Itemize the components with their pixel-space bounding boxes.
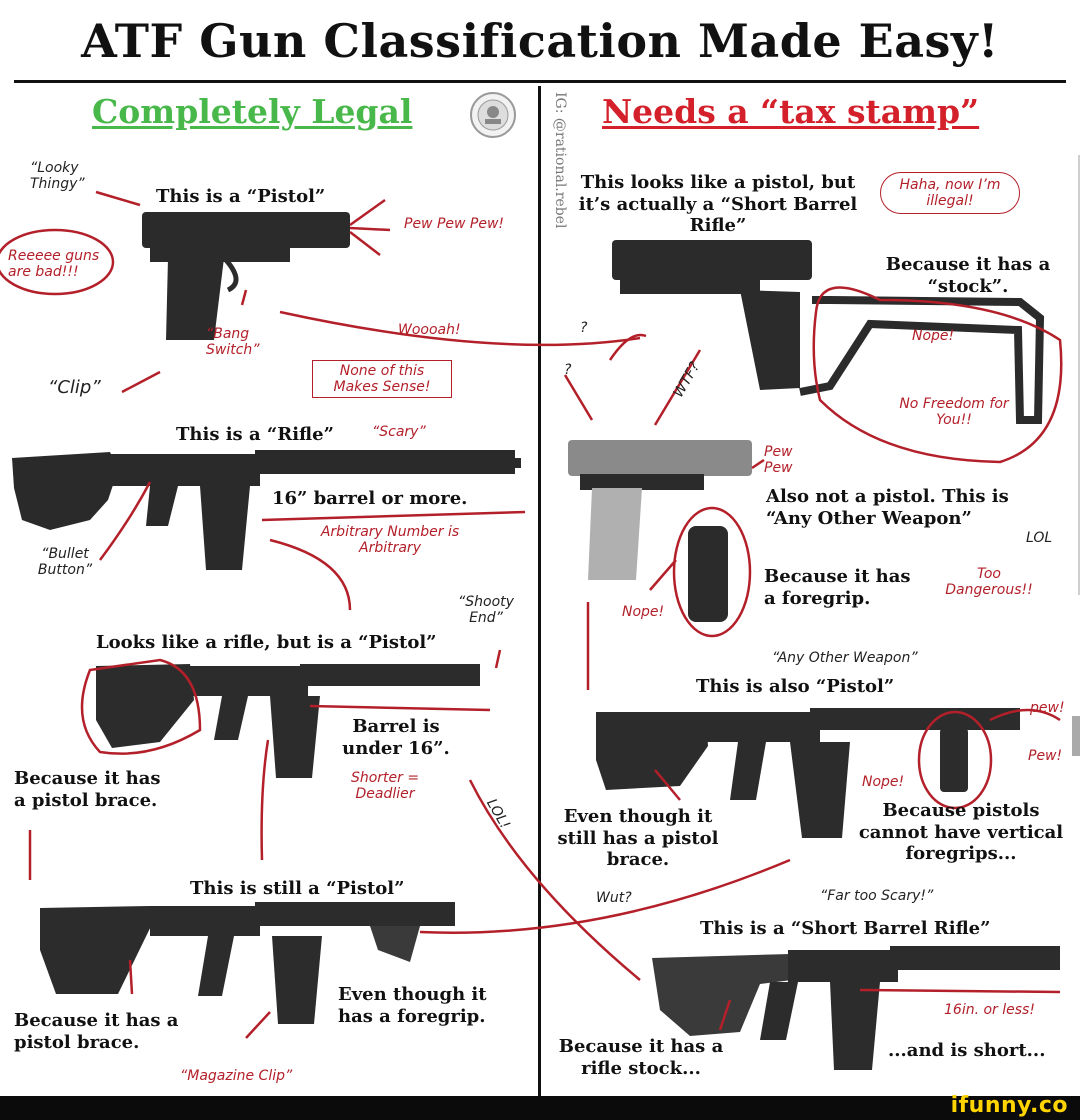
note-nope-stock: Nope! bbox=[912, 328, 955, 344]
caption-aow-foregrip: Because it has a foregrip. bbox=[764, 566, 911, 609]
caption-ar-pistol: Looks like a rifle, but is a “Pistol” bbox=[96, 632, 437, 653]
caption-ar-pistol-barrel: Barrel is under 16”. bbox=[342, 716, 450, 759]
note-nope-vertical: Nope! bbox=[862, 774, 905, 790]
caption-aow-ar: This is also “Pistol” bbox=[696, 676, 895, 697]
caption-aow-pistol: Also not a pistol. This is “Any Other We… bbox=[766, 486, 1009, 529]
note-none-sense: None of this Makes Sense! bbox=[312, 360, 452, 399]
caption-pistol: This is a “Pistol” bbox=[156, 186, 326, 207]
page-title: ATF Gun Classification Made Easy! bbox=[81, 14, 999, 68]
note-scary: “Scary” bbox=[372, 424, 426, 440]
title-underline bbox=[14, 80, 1066, 83]
note-no-freedom: No Freedom for You!! bbox=[899, 396, 1009, 429]
note-question-1: ? bbox=[580, 320, 588, 336]
page-edge bbox=[1078, 155, 1080, 595]
note-pew-1: pew! bbox=[1030, 700, 1065, 716]
note-nope-foregrip: Nope! bbox=[622, 604, 665, 620]
note-too-dangerous: Too Dangerous!! bbox=[945, 566, 1033, 599]
caption-ar-pistol-brace: Because it has a pistol brace. bbox=[14, 768, 161, 811]
column-divider bbox=[538, 86, 541, 1096]
note-bang-switch: “Bang Switch” bbox=[206, 326, 260, 359]
aow-pistol-image bbox=[568, 440, 752, 622]
note-any-other-weapon: “Any Other Weapon” bbox=[772, 650, 918, 666]
caption-and-is-short: ...and is short... bbox=[888, 1040, 1046, 1061]
note-pew: Pew Pew Pew! bbox=[404, 216, 505, 232]
annotation-arrows bbox=[0, 190, 1063, 1039]
note-wut: Wut? bbox=[596, 890, 632, 906]
note-clip: “Clip” bbox=[48, 377, 101, 398]
note-pew-2: Pew! bbox=[1028, 748, 1063, 764]
scroll-tab bbox=[1072, 716, 1080, 756]
caption-stock: Because it has a “stock”. bbox=[885, 254, 1051, 297]
caption-aow-ar-brace: Even though it still has a pistol brace. bbox=[557, 806, 719, 871]
caption-foregrip-note: Even though it has a foregrip. bbox=[338, 984, 487, 1027]
caption-rifle: This is a “Rifle” bbox=[176, 424, 334, 445]
note-lol-right: LOL bbox=[1026, 530, 1053, 546]
caption-vertical-foregrips: Because pistols cannot have vertical for… bbox=[858, 800, 1064, 865]
footer-bar bbox=[0, 1096, 1080, 1120]
caption-sbr-ar: This is a “Short Barrel Rifle” bbox=[700, 918, 991, 939]
pistol-image bbox=[142, 212, 350, 340]
note-16in-less: 16in. or less! bbox=[944, 1002, 1035, 1018]
note-wtf: WTF? bbox=[670, 359, 704, 401]
note-shooty-end: “Shooty End” bbox=[458, 594, 514, 627]
note-haha-illegal: Haha, now I’m illegal! bbox=[880, 172, 1020, 215]
note-lol-left: LOL! bbox=[483, 796, 513, 832]
caption-rifle-barrel: 16” barrel or more. bbox=[272, 488, 468, 509]
caption-ar-pistol-foregrip: This is still a “Pistol” bbox=[190, 878, 405, 899]
caption-rifle-stock: Because it has a rifle stock... bbox=[558, 1036, 724, 1079]
note-bullet-button: “Bullet Button” bbox=[37, 546, 93, 579]
note-question-2: ? bbox=[564, 362, 572, 378]
note-magazine-clip: “Magazine Clip” bbox=[180, 1068, 293, 1084]
right-column-heading: Needs a “tax stamp” bbox=[602, 92, 980, 131]
note-looky-thingy: “Looky Thingy” bbox=[30, 160, 85, 193]
note-reeee: Reeeee guns are bad!!! bbox=[8, 248, 100, 281]
watermark: IG: @rational.rebel bbox=[552, 92, 568, 229]
ifunny-logo[interactable]: ifunny.co bbox=[950, 1093, 1068, 1118]
caption-ar-pistol-foregrip-brace: Because it has a pistol brace. bbox=[14, 1010, 179, 1053]
caption-sbr-pistol: This looks like a pistol, but it’s actua… bbox=[578, 172, 858, 237]
atf-seal-icon bbox=[470, 92, 516, 138]
note-shorter-deadlier: Shorter = Deadlier bbox=[350, 770, 420, 803]
note-woooah: Woooah! bbox=[398, 322, 461, 338]
note-arbitrary: Arbitrary Number is Arbitrary bbox=[320, 524, 460, 557]
note-far-too-scary: “Far too Scary!” bbox=[820, 888, 934, 904]
left-column-heading: Completely Legal bbox=[92, 92, 413, 131]
note-pew-pew-right: Pew Pew bbox=[764, 444, 793, 477]
